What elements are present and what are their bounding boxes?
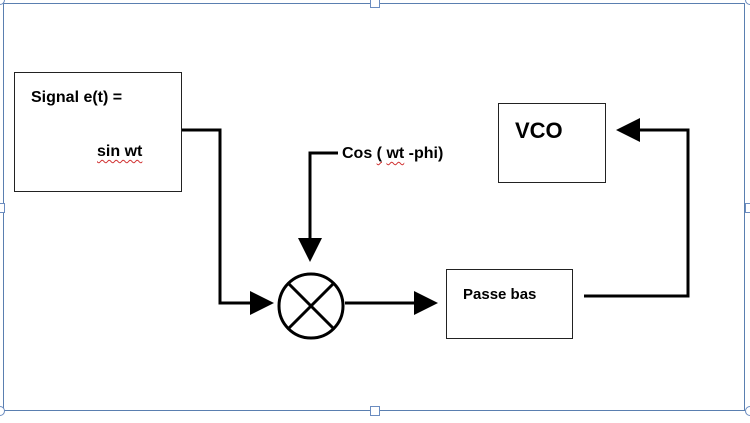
resize-handle-bottom-left[interactable] xyxy=(0,406,5,416)
phase-input-label: Cos ( wt -phi) xyxy=(342,145,443,163)
lowpass-label: Passe bas xyxy=(463,286,537,303)
signal-formula: sin wt xyxy=(97,143,143,160)
resize-handle-top-center[interactable] xyxy=(370,0,380,8)
lowpass-filter-block[interactable]: Passe bas xyxy=(446,269,573,339)
resize-handle-bottom-center[interactable] xyxy=(370,406,380,416)
phase-input-bracket: ( xyxy=(376,145,382,162)
phase-input-prefix: Cos xyxy=(342,145,377,162)
phase-input-wt: wt xyxy=(386,145,405,162)
resize-handle-top-right[interactable] xyxy=(745,0,750,5)
signal-label: Signal e(t) = xyxy=(31,89,123,106)
phase-input-rest: -phi) xyxy=(404,145,444,162)
resize-handle-middle-left[interactable] xyxy=(0,203,5,213)
resize-handle-middle-right[interactable] xyxy=(745,203,750,213)
resize-handle-bottom-right[interactable] xyxy=(745,406,750,416)
vco-block[interactable]: VCO xyxy=(498,103,606,183)
canvas-selection-frame[interactable] xyxy=(3,3,745,411)
signal-block[interactable]: Signal e(t) = sin wt xyxy=(14,72,182,192)
vco-label: VCO xyxy=(515,118,563,143)
